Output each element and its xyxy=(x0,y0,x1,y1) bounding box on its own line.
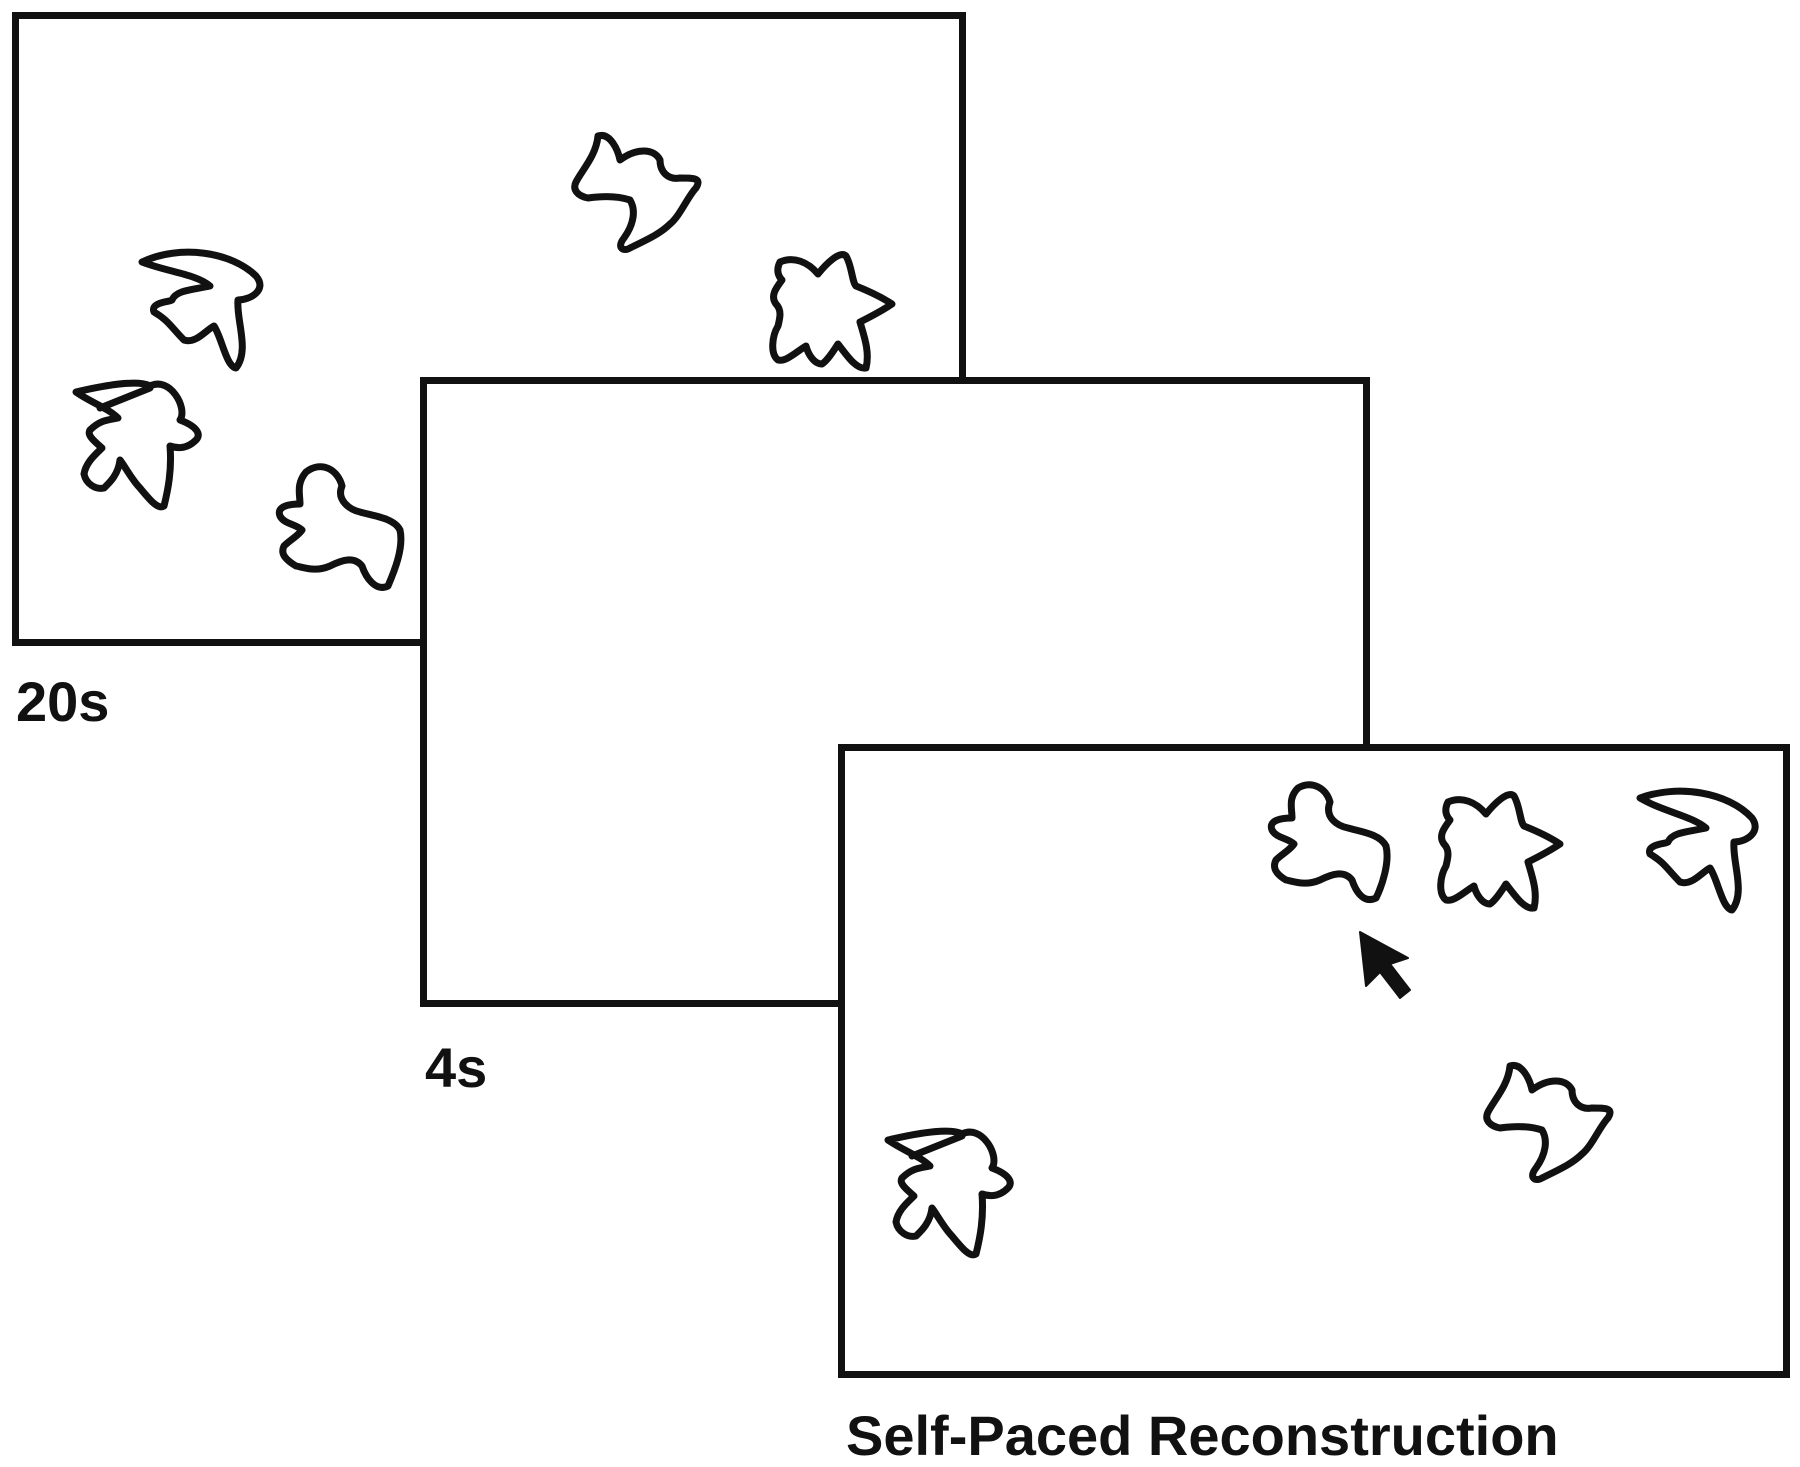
study-duration-label: 20s xyxy=(16,670,110,733)
reconstruction-phase-panel xyxy=(838,744,1790,1378)
delay-duration-label: 4s xyxy=(425,1036,488,1099)
reconstruction-label: Self-Paced Reconstruction xyxy=(846,1404,1559,1467)
